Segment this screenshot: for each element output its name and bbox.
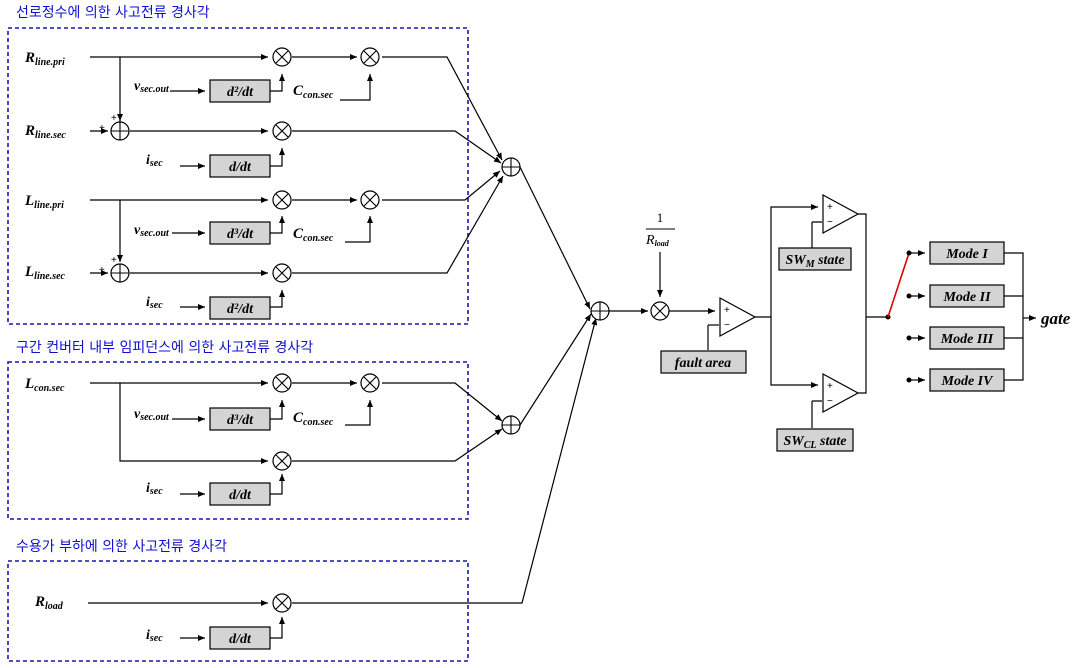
d2dt-label: d²/dt (227, 302, 254, 317)
sw-cl-state-label: SWCL state (784, 434, 847, 451)
label-v-sec-out: vsec.out (134, 223, 170, 239)
plus-sign: + (99, 123, 105, 134)
sum-junction (501, 157, 521, 177)
multiply-junction (360, 190, 380, 210)
comparator (719, 296, 757, 338)
multiply-junction (360, 373, 380, 393)
sw-m-state-block (778, 247, 852, 271)
comparator (822, 193, 860, 235)
d2dt-block (209, 296, 271, 320)
section-title-converter-impedance: 구간 컨버터 내부 임피던스에 의한 사고전류 경사각 (16, 340, 313, 356)
minus-sign: − (827, 396, 833, 407)
label-r-line-pri: Rline.pri (24, 50, 65, 68)
label-v-sec-out: vsec.out (134, 79, 170, 95)
multiply-junction (272, 121, 292, 141)
label-i-sec: isec (146, 153, 163, 169)
ddt-label: d/dt (229, 160, 252, 175)
fault-area-label: fault area (675, 356, 731, 371)
minus-sign: − (827, 217, 833, 228)
gain-numerator: 1 (657, 210, 664, 225)
label-i-sec: isec (146, 295, 163, 311)
sum-junction (590, 301, 610, 321)
label-l-line-pri: Lline.pri (24, 193, 64, 211)
multiply-junction (650, 301, 670, 321)
ddt-label: d/dt (229, 632, 252, 647)
sum-junction (110, 121, 130, 141)
d3dt-label: d³/dt (227, 227, 254, 242)
label-i-sec: isec (146, 481, 163, 497)
sum-junction (501, 415, 521, 435)
label-r-line-sec: Rline.sec (24, 123, 66, 141)
label-c-con-sec: Ccon.sec (293, 226, 334, 244)
mode-1-label: Mode I (945, 247, 988, 262)
selector-switch (887, 252, 910, 318)
comparator (822, 372, 860, 414)
sw-m-state-label: SWM state (785, 253, 844, 270)
plus-sign: + (827, 202, 833, 213)
sw-cl-state-block (776, 428, 854, 452)
multiply-junction (272, 593, 292, 613)
minus-sign: − (724, 320, 730, 331)
gate-output-label: gate (1040, 309, 1071, 328)
mode-4-label: Mode IV (941, 374, 995, 389)
plus-sign: + (111, 113, 117, 124)
plus-sign: + (99, 265, 105, 276)
section-title-customer-load: 수용가 부하에 의한 사고전류 경사각 (16, 539, 227, 555)
gain-denominator: Rload (645, 233, 670, 248)
multiply-junction (360, 47, 380, 67)
label-c-con-sec: Ccon.sec (293, 83, 334, 101)
plus-sign: + (827, 381, 833, 392)
label-r-load: Rload (34, 594, 64, 612)
d2dt-label: d²/dt (227, 85, 254, 100)
multiply-junction (272, 451, 292, 471)
label-i-sec: isec (146, 628, 163, 644)
plus-sign: + (724, 305, 730, 316)
plus-sign: + (111, 255, 117, 266)
label-l-con-sec: Lcon.sec (24, 376, 65, 394)
section-title-line-constants: 선로정수에 의한 사고전류 경사각 (16, 5, 210, 21)
label-l-line-sec: Lline.sec (24, 264, 66, 282)
label-c-con-sec: Ccon.sec (293, 410, 334, 428)
mode-2-label: Mode II (942, 290, 991, 305)
multiply-junction (272, 373, 292, 393)
mode-3-label: Mode III (940, 332, 994, 347)
sum-junction (110, 263, 130, 283)
label-v-sec-out: vsec.out (134, 407, 170, 423)
fault-area-block (660, 350, 747, 374)
multiply-junction (272, 190, 292, 210)
multiply-junction (272, 47, 292, 67)
ddt-label: d/dt (229, 488, 252, 503)
d3dt-label: d³/dt (227, 413, 254, 428)
multiply-junction (272, 263, 292, 283)
section-frame-converter-impedance (7, 361, 469, 520)
